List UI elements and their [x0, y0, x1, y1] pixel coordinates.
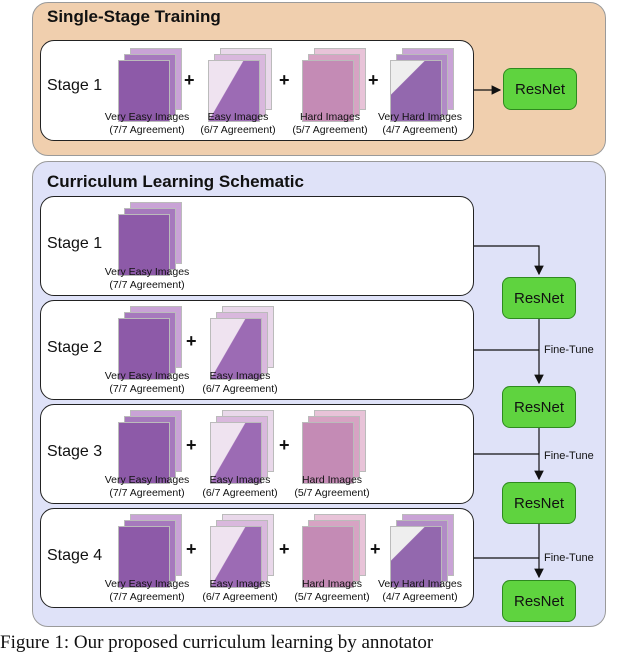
plus-sign: +: [186, 539, 197, 559]
curriculum-stage-4-label: Stage 4: [47, 547, 103, 564]
single-very-hard-images: [390, 48, 458, 130]
fine-tune-label-2: Fine-Tune: [544, 450, 594, 462]
single-hard-images: [302, 48, 370, 130]
plus-sign: +: [279, 435, 290, 455]
s4-very-easy-images: [118, 514, 186, 596]
s2-very-easy-images: [118, 306, 186, 388]
plus-sign: +: [370, 539, 381, 559]
s3-very-easy-images: [118, 410, 186, 492]
single-caption-4: Very Hard Images(4/7 Agreement): [377, 111, 463, 136]
plus-sign: +: [279, 539, 290, 559]
single-stage-title: Single-Stage Training: [47, 7, 221, 26]
resnet-box-4: ResNet: [502, 580, 576, 622]
s4-easy-images: [210, 514, 278, 596]
resnet-box-2: ResNet: [502, 386, 576, 428]
plus-sign: +: [184, 70, 195, 90]
s4-hard-images: [302, 514, 370, 596]
single-easy-images: [208, 48, 276, 130]
plus-sign: +: [186, 435, 197, 455]
curriculum-stage-2-label: Stage 2: [47, 339, 103, 356]
resnet-box-3: ResNet: [502, 482, 576, 524]
curriculum-title: Curriculum Learning Schematic: [47, 172, 304, 191]
s2-caption-2: Easy Images(6/7 Agreement): [202, 370, 278, 395]
curriculum-stage-1-box: [40, 196, 474, 296]
single-caption-1: Very Easy Images(7/7 Agreement): [104, 111, 190, 136]
arrow-stage1-to-resnet1: [474, 245, 544, 276]
single-resnet-box: ResNet: [503, 68, 577, 110]
s1-very-easy-images: [118, 202, 186, 284]
fine-tune-label-3: Fine-Tune: [544, 552, 594, 564]
curriculum-stage-3-label: Stage 3: [47, 443, 103, 460]
s3-hard-images: [302, 410, 370, 492]
single-very-easy-images: [118, 48, 186, 130]
s4-caption-3: Hard Images(5/7 Agreement): [294, 578, 370, 603]
figure-caption: Figure 1: Our proposed curriculum learni…: [0, 632, 434, 653]
s2-caption-1: Very Easy Images(7/7 Agreement): [104, 370, 190, 395]
fine-tune-label-1: Fine-Tune: [544, 344, 594, 356]
curriculum-stage-1-label: Stage 1: [47, 235, 103, 252]
single-stage-label: Stage 1: [47, 77, 103, 94]
s4-caption-2: Easy Images(6/7 Agreement): [202, 578, 278, 603]
s3-easy-images: [210, 410, 278, 492]
plus-sign: +: [186, 331, 197, 351]
s1-caption-1: Very Easy Images(7/7 Agreement): [104, 266, 190, 291]
single-caption-2: Easy Images(6/7 Agreement): [200, 111, 276, 136]
single-caption-3: Hard Images(5/7 Agreement): [292, 111, 368, 136]
s3-caption-3: Hard Images(5/7 Agreement): [294, 474, 370, 499]
s4-caption-1: Very Easy Images(7/7 Agreement): [104, 578, 190, 603]
s3-caption-1: Very Easy Images(7/7 Agreement): [104, 474, 190, 499]
resnet-box-1: ResNet: [502, 277, 576, 319]
plus-sign: +: [279, 70, 290, 90]
s4-very-hard-images: [390, 514, 458, 596]
s3-caption-2: Easy Images(6/7 Agreement): [202, 474, 278, 499]
s4-caption-4: Very Hard Images(4/7 Agreement): [377, 578, 463, 603]
plus-sign: +: [368, 70, 379, 90]
s2-easy-images: [210, 306, 278, 388]
